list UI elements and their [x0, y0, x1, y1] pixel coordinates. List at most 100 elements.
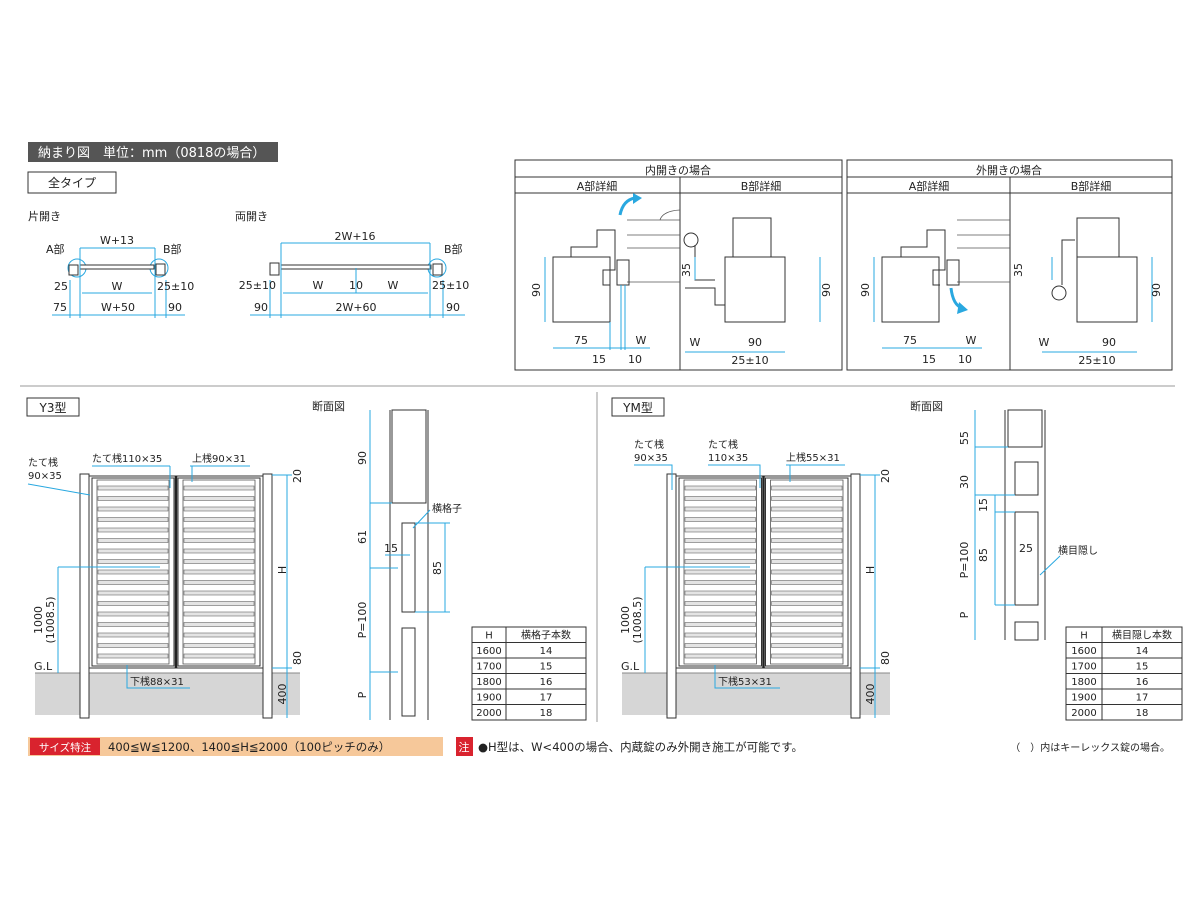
slat [771, 611, 843, 617]
dim-400: 400 [276, 684, 289, 705]
slat [771, 590, 843, 596]
slat [684, 580, 756, 585]
dim-90: 90 [1150, 283, 1163, 297]
ground [35, 673, 300, 715]
gate-leaf [765, 477, 849, 667]
all-types-label: 全タイプ [48, 175, 96, 190]
slat [771, 496, 843, 501]
a-detail-title: A部詳細 [909, 179, 950, 193]
slat [771, 580, 843, 585]
gate-leaf-plan [79, 264, 155, 270]
table-header-count: 横格子本数 [521, 629, 571, 642]
post-right [262, 473, 273, 719]
dim-90: 90 [356, 451, 369, 465]
post-right [850, 473, 861, 719]
table-cell-height: 1700 [1071, 662, 1096, 673]
slat [684, 506, 756, 512]
dim-90: 90 [530, 283, 543, 297]
slat [183, 653, 255, 659]
a-detail-title: A部詳細 [577, 179, 618, 193]
b-part-label: B部 [163, 242, 182, 256]
b-detail-title: B部詳細 [741, 179, 782, 193]
slat [183, 580, 255, 585]
dim-35: 35 [680, 263, 693, 277]
dim-20: 20 [291, 469, 304, 483]
top-rail-label: 上桟55×31 [786, 451, 840, 464]
dim-p100: P=100 [356, 602, 369, 639]
slat [771, 548, 843, 554]
dim-90-width: 90 [748, 336, 762, 349]
slat [183, 559, 255, 564]
table-header-h: H [485, 631, 493, 642]
dim-90-right: 90 [446, 301, 460, 314]
slat [97, 632, 169, 638]
slat [684, 548, 756, 554]
slat [771, 601, 843, 606]
slat [771, 559, 843, 564]
dim-25-10-left: 25±10 [239, 279, 276, 292]
y3-elevation: Y3型 断面図 たて桟 90×35 たて桟110×35 上桟90×31 20 H… [26, 397, 345, 719]
slat [183, 643, 255, 648]
post-label: たて桟 [634, 438, 664, 451]
paren-note: （ ）内はキーレックス錠の場合。 [1010, 741, 1170, 754]
top-rail-section [1007, 409, 1043, 448]
ground-level-label: G.L [621, 660, 640, 673]
slat [771, 506, 843, 512]
gate-leaf [91, 477, 175, 667]
stile-size: 110×35 [708, 453, 748, 464]
plan-double-label: 両開き [235, 210, 268, 223]
dim-90: 90 [168, 301, 182, 314]
size-range-text: 400≦W≦1200、1400≦H≦2000（100ピッチのみ） [108, 740, 390, 754]
table-cell-count: 15 [540, 662, 553, 673]
slat-section [401, 522, 416, 613]
slat [97, 590, 169, 596]
slat [684, 538, 756, 543]
dim-61: 61 [356, 530, 369, 544]
table-cell-count: 18 [1136, 708, 1149, 719]
slat [183, 496, 255, 501]
dim-10: 10 [628, 353, 642, 366]
bottom-rail-label: 下桟88×31 [130, 675, 184, 688]
dim-90: 90 [859, 283, 872, 297]
detail-outward-panel: 外開きの場合 A部詳細 B部詳細 90 75 W 15 10 35 90 W 9… [846, 159, 1173, 371]
slat [97, 611, 169, 617]
y3-section: 90 61 P=100 P 15 85 横格子 [356, 409, 462, 720]
post-left [666, 473, 677, 719]
gate-leaf [678, 477, 762, 667]
dim-90-left: 90 [254, 301, 268, 314]
section-title: 断面図 [312, 399, 345, 413]
size-badge [30, 738, 100, 755]
dim-25-10-right: 25±10 [432, 279, 469, 292]
slat [97, 517, 169, 522]
table-cell-count: 17 [1136, 693, 1149, 704]
slat [97, 580, 169, 585]
dim-30: 30 [958, 475, 971, 489]
slat [183, 611, 255, 617]
dim-1000: 1000 [619, 606, 632, 634]
post-label: たて桟 [28, 456, 58, 469]
dim-90: 90 [820, 283, 833, 297]
dim-25-10: 25±10 [731, 354, 768, 367]
table-cell-count: 16 [1136, 677, 1149, 688]
dim-25-10: 25±10 [1078, 354, 1115, 367]
slat [684, 643, 756, 648]
size-badge-label: サイズ特注 [39, 741, 92, 754]
table-header-h: H [1080, 631, 1088, 642]
table-cell-count: 18 [540, 708, 553, 719]
slat [684, 485, 756, 491]
detail-title: 外開きの場合 [976, 163, 1042, 177]
dim-35: 35 [1012, 263, 1025, 277]
slat [183, 506, 255, 512]
table-cell-height: 1600 [476, 646, 501, 657]
slat [183, 569, 255, 575]
post-left [79, 473, 90, 719]
slat [183, 548, 255, 554]
screen-section [1014, 511, 1039, 606]
dim-2w16: 2W+16 [334, 230, 375, 243]
type-label: Y3型 [39, 401, 67, 415]
slat [97, 559, 169, 564]
slat [183, 517, 255, 522]
